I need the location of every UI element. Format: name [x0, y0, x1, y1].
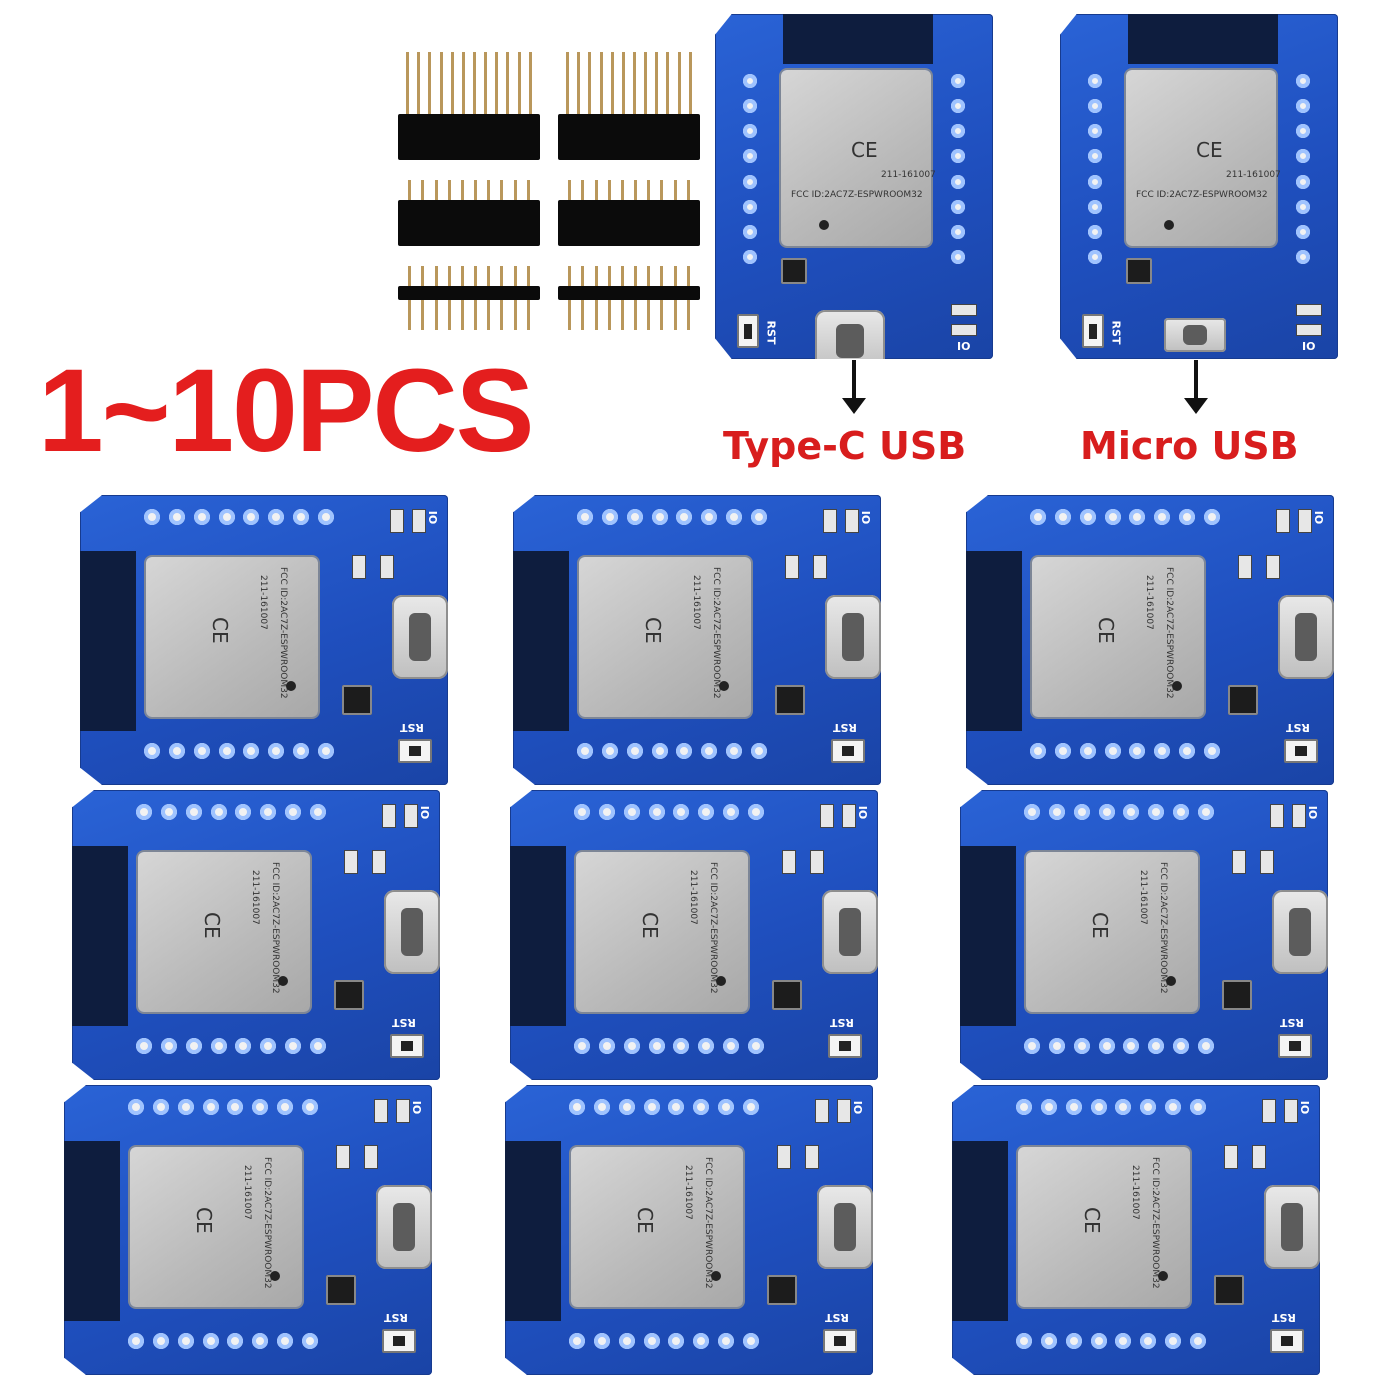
ce-mark: CE — [638, 912, 662, 939]
fcc-text: FCC ID:2AC7Z-ESPWROOM32 — [278, 567, 288, 699]
cert-text: 211-161007 — [250, 870, 260, 925]
cert-text: 211-161007 — [1144, 575, 1154, 630]
rst-label: RST — [1286, 721, 1310, 734]
esp32-board-type-c: 211-161007 FCC ID:2AC7Z-ESPWROOM32 CE RST IO — [80, 495, 448, 785]
reset-button — [382, 1329, 416, 1353]
reset-button — [398, 739, 432, 763]
ce-mark: CE — [1196, 138, 1223, 162]
cert-text: 211-161007 — [242, 1165, 252, 1220]
io-label: IO — [1298, 1100, 1312, 1115]
female-header-strip — [398, 52, 540, 160]
ce-mark: CE — [641, 617, 665, 644]
male-header-strip — [398, 266, 540, 330]
usb-c-port — [384, 890, 440, 974]
io-label: IO — [418, 805, 432, 820]
esp32-board-type-c: 211-161007 FCC ID:2AC7Z-ESPWROOM32 CE RST IO — [966, 495, 1334, 785]
arrow-down-icon — [842, 360, 866, 414]
io-label: IO — [1312, 510, 1326, 525]
rst-label: RST — [1280, 1016, 1304, 1029]
cert-text: 211-161007 — [1138, 870, 1148, 925]
ce-mark: CE — [1094, 617, 1118, 644]
arrow-down-icon — [1184, 360, 1208, 414]
esp32-board-type-c: 211-161007 FCC ID:2AC7Z-ESPWROOM32 CE RST IO — [513, 495, 881, 785]
usb-c-port — [1272, 890, 1328, 974]
reset-button — [390, 1034, 424, 1058]
ce-mark: CE — [200, 912, 224, 939]
ce-mark: CE — [851, 138, 878, 162]
ce-mark: CE — [1088, 912, 1112, 939]
esp32-board-micro-usb-top: 211-161007 FCC ID:2AC7Z-ESPWROOM32 CE RS… — [1060, 14, 1338, 359]
io-label: IO — [851, 1100, 865, 1115]
female-header-strip — [398, 180, 540, 246]
usb-c-port — [392, 595, 448, 679]
female-header-strip — [558, 180, 700, 246]
reset-button — [831, 739, 865, 763]
esp32-board-type-c: 211-161007 FCC ID:2AC7Z-ESPWROOM32 CE RST IO — [952, 1085, 1320, 1375]
fcc-text: FCC ID:2AC7Z-ESPWROOM32 — [791, 190, 923, 200]
quantity-headline: 1~10PCS — [38, 345, 534, 477]
cert-text: 211-161007 — [881, 170, 936, 180]
usb-c-port — [825, 595, 881, 679]
esp32-board-type-c: 211-161007 FCC ID:2AC7Z-ESPWROOM32 CE RST IO — [72, 790, 440, 1080]
rst-label: RST — [833, 721, 857, 734]
io-label: IO — [859, 510, 873, 525]
rst-label: RST — [764, 320, 778, 345]
io-label: IO — [426, 510, 440, 525]
esp32-board-type-c: 211-161007 FCC ID:2AC7Z-ESPWROOM32 CE RST IO — [505, 1085, 873, 1375]
io-label: IO — [856, 805, 870, 820]
fcc-text: FCC ID:2AC7Z-ESPWROOM32 — [1164, 567, 1174, 699]
cert-text: 211-161007 — [1226, 170, 1281, 180]
male-header-strip — [558, 266, 700, 330]
usb-c-port — [1278, 595, 1334, 679]
cert-text: 211-161007 — [691, 575, 701, 630]
rst-label: RST — [830, 1016, 854, 1029]
usb-c-port — [376, 1185, 432, 1269]
micro-usb-label: Micro USB — [1080, 424, 1299, 468]
ce-mark: CE — [192, 1207, 216, 1234]
esp32-board-type-c-top: 211-161007 FCC ID:2AC7Z-ESPWROOM32 CE RS… — [715, 14, 993, 359]
fcc-text: FCC ID:2AC7Z-ESPWROOM32 — [1136, 190, 1268, 200]
io-label: IO — [957, 340, 971, 353]
esp32-board-type-c: 211-161007 FCC ID:2AC7Z-ESPWROOM32 CE RST IO — [64, 1085, 432, 1375]
reset-button — [823, 1329, 857, 1353]
io-label: IO — [410, 1100, 424, 1115]
fcc-text: FCC ID:2AC7Z-ESPWROOM32 — [1150, 1157, 1160, 1289]
rst-label: RST — [400, 721, 424, 734]
fcc-text: FCC ID:2AC7Z-ESPWROOM32 — [703, 1157, 713, 1289]
reset-button — [1284, 739, 1318, 763]
cert-text: 211-161007 — [688, 870, 698, 925]
fcc-text: FCC ID:2AC7Z-ESPWROOM32 — [708, 862, 718, 994]
reset-button — [1270, 1329, 1304, 1353]
female-header-strip — [558, 52, 700, 160]
rst-label: RST — [1109, 320, 1123, 345]
fcc-text: FCC ID:2AC7Z-ESPWROOM32 — [270, 862, 280, 994]
reset-button — [828, 1034, 862, 1058]
fcc-text: FCC ID:2AC7Z-ESPWROOM32 — [262, 1157, 272, 1289]
rst-label: RST — [825, 1311, 849, 1324]
usb-c-port — [1264, 1185, 1320, 1269]
esp32-board-type-c: 211-161007 FCC ID:2AC7Z-ESPWROOM32 CE RST IO — [510, 790, 878, 1080]
ce-mark: CE — [208, 617, 232, 644]
reset-button — [1278, 1034, 1312, 1058]
usb-c-port — [822, 890, 878, 974]
esp32-board-type-c: 211-161007 FCC ID:2AC7Z-ESPWROOM32 CE RST IO — [960, 790, 1328, 1080]
ce-mark: CE — [1080, 1207, 1104, 1234]
cert-text: 211-161007 — [258, 575, 268, 630]
ce-mark: CE — [633, 1207, 657, 1234]
io-label: IO — [1306, 805, 1320, 820]
rst-label: RST — [392, 1016, 416, 1029]
rst-label: RST — [384, 1311, 408, 1324]
fcc-text: FCC ID:2AC7Z-ESPWROOM32 — [1158, 862, 1168, 994]
type-c-usb-label: Type-C USB — [723, 424, 967, 468]
usb-c-port — [817, 1185, 873, 1269]
rst-label: RST — [1272, 1311, 1296, 1324]
cert-text: 211-161007 — [1130, 1165, 1140, 1220]
cert-text: 211-161007 — [683, 1165, 693, 1220]
fcc-text: FCC ID:2AC7Z-ESPWROOM32 — [711, 567, 721, 699]
io-label: IO — [1302, 340, 1316, 353]
